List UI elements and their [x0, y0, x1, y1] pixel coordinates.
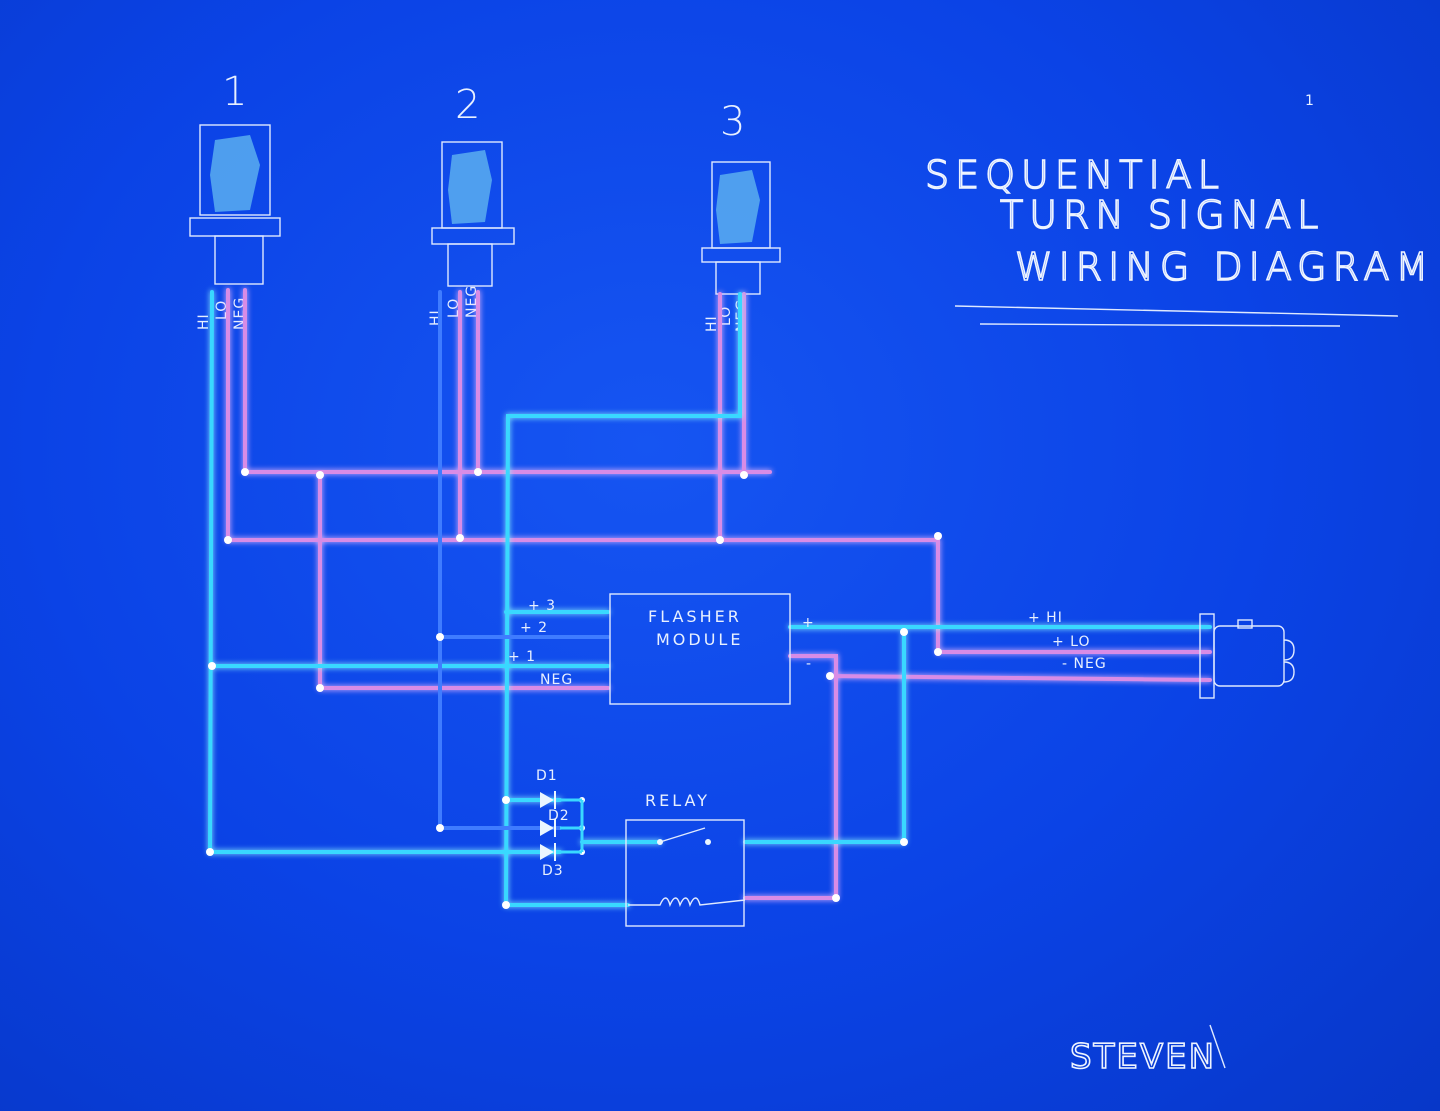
junction-dot [934, 532, 942, 540]
flasher-neg-wire [318, 470, 610, 690]
lamp-1-socket [214, 235, 264, 285]
junction-dot [900, 628, 908, 636]
lamp-2-bulb-icon [448, 150, 492, 224]
lamp-1: 1 HI LO NEG [189, 69, 281, 330]
corner-mark: 1 [1305, 93, 1315, 109]
lamp-3-socket [715, 261, 761, 295]
flasher-plus-to-relay [743, 630, 906, 844]
relay-switch-icon [659, 827, 706, 843]
diode-d3-label: D3 [542, 863, 564, 879]
junction-dot [832, 894, 840, 902]
flasher-input-3-label: + 3 [528, 598, 556, 614]
junction-dot [740, 471, 748, 479]
title-underline-2 [979, 323, 1341, 327]
relay-label: RELAY [645, 791, 710, 810]
lamp-1-bulb-icon [210, 135, 260, 212]
connector-hi-label: + HI [1028, 610, 1063, 626]
flasher-module: FLASHER MODULE + 3 + 2 + 1 NEG + - [508, 593, 815, 705]
junction-dot [456, 534, 464, 542]
flasher-minus-label: - [806, 656, 812, 672]
flasher-input-1-label: + 1 [508, 649, 536, 665]
flasher-input-2-label: + 2 [520, 620, 548, 636]
junction-dot [900, 838, 908, 846]
lamp-2-number: 2 [455, 82, 480, 128]
lamp-3-number: 3 [720, 99, 745, 145]
junction-dot [502, 901, 510, 909]
connector-lo-label: + LO [1052, 634, 1091, 650]
diagram-title: SEQUENTIAL TURN SIGNAL WIRING DIAGRAM [924, 152, 1434, 327]
connector-body [1213, 625, 1285, 687]
title-line-3: WIRING DIAGRAM [1015, 245, 1434, 289]
diode-d1-label: D1 [536, 768, 558, 784]
junction-dot [826, 672, 834, 680]
junction-dot [934, 648, 942, 656]
connector-pin-bottom [1283, 661, 1295, 683]
signal-wires [207, 290, 1212, 907]
lamp-1-bulb-housing [199, 124, 271, 216]
title-line-1: SEQUENTIAL [925, 153, 1225, 197]
junction-dot [502, 796, 510, 804]
junction-dot [224, 536, 232, 544]
flasher-minus-to-relay-coil [743, 654, 838, 900]
relay-contact-icon [657, 839, 663, 845]
junction-dot [316, 471, 324, 479]
signature: STEVEN [1070, 1037, 1216, 1077]
diode-d2-label: D2 [548, 808, 570, 824]
flasher-neg-label: NEG [540, 672, 573, 688]
relay: RELAY [625, 791, 746, 927]
lamp-3-bulb-icon [716, 170, 760, 244]
junction-dot [436, 633, 444, 641]
diodes: D1 D2 D3 [536, 768, 584, 879]
connector-neg-wire [828, 674, 1212, 682]
junction-dot [206, 848, 214, 856]
flasher-label-line-1: FLASHER [648, 607, 742, 626]
lamp-2: 2 HI LO NEG [428, 82, 515, 326]
flasher-plus-label: + [802, 615, 815, 631]
junction-dot [436, 824, 444, 832]
flasher-label-line-2: MODULE [656, 630, 743, 649]
lamp-1-hi-label: HI [196, 313, 212, 330]
junction-dots [206, 468, 942, 909]
title-underline-1 [954, 305, 1399, 317]
lamp-3-base [701, 247, 781, 263]
connector-neg-label: - NEG [1062, 656, 1107, 672]
relay-coil-icon [628, 897, 746, 908]
signature-flourish [1209, 1024, 1226, 1069]
diode-d2-icon [540, 819, 582, 837]
lamp-1-number: 1 [222, 69, 247, 115]
lo-wires [438, 290, 610, 830]
connector-key [1237, 619, 1253, 629]
junction-dot [241, 468, 249, 476]
trailer-connector: + HI + LO - NEG [1028, 610, 1295, 699]
lamp-2-base [431, 227, 515, 245]
diode-d3-icon [540, 843, 582, 861]
lamp-3-feed-wire [503, 292, 742, 907]
connector-pin-top [1283, 639, 1295, 661]
diode-d1-icon [540, 791, 582, 809]
junction-dot [208, 662, 216, 670]
lamp-1-base [189, 217, 281, 237]
title-line-2: TURN SIGNAL [1000, 193, 1324, 237]
relay-box [625, 819, 745, 927]
junction-dot [316, 684, 324, 692]
flasher-module-box [609, 593, 791, 705]
junction-dot [716, 536, 724, 544]
lamp-3-hi-label: HI [704, 315, 720, 332]
junction-dot [474, 468, 482, 476]
relay-contact-icon [705, 839, 711, 845]
lamp-2-socket [447, 243, 493, 287]
